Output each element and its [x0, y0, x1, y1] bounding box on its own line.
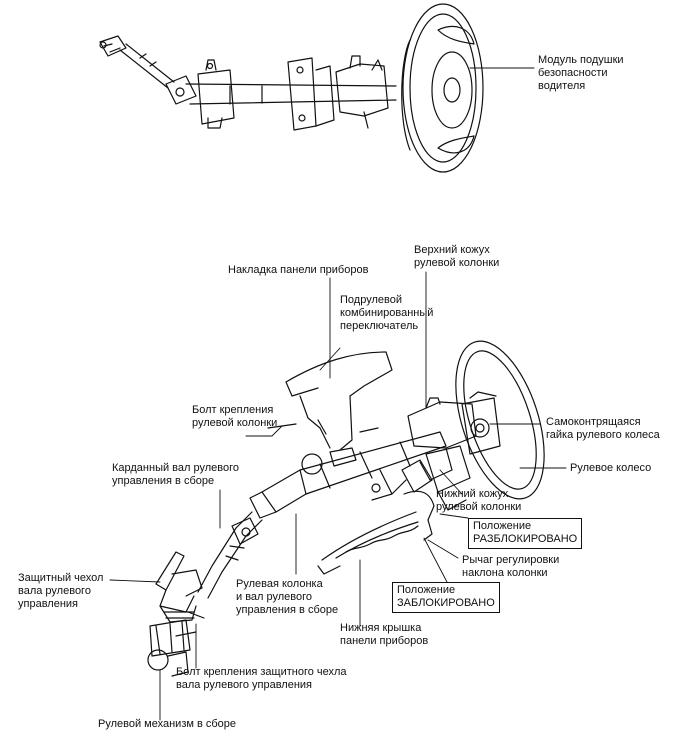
- label-unlocked-position: Положение РАЗБЛОКИРОВАНО: [468, 518, 583, 549]
- bottom-exploded-drawing: [147, 340, 545, 677]
- leader-lines: [109, 67, 567, 721]
- label-lower-cover: Нижний кожух рулевой колонки: [436, 488, 522, 513]
- label-universal-joint: Карданный вал рулевого управления в сбор…: [112, 462, 240, 487]
- label-gear-assembly: Рулевой механизм в сборе: [98, 718, 237, 730]
- label-upper-cover: Верхний кожух рулевой колонки: [414, 244, 500, 269]
- label-steering-wheel: Рулевое колесо: [570, 462, 652, 474]
- top-column-drawing: [99, 3, 484, 173]
- label-dash-trim: Накладка панели приборов: [228, 264, 369, 276]
- label-column-assembly: Рулевая колонка и вал рулевого управлени…: [236, 578, 339, 616]
- label-shaft-boot: Защитный чехол вала рулевого управления: [18, 572, 104, 610]
- label-airbag-module: Модуль подушки безопасности водителя: [538, 54, 624, 92]
- label-lower-panel: Нижняя крышка панели приборов: [340, 622, 429, 647]
- label-boot-bolt: Болт крепления защитного чехла вала руле…: [176, 666, 347, 691]
- label-column-bolt: Болт крепления рулевой колонки: [192, 404, 278, 429]
- label-combo-switch: Подрулевой комбинированный переключатель: [340, 294, 434, 332]
- label-locked-position: Положение ЗАБЛОКИРОВАНО: [392, 582, 500, 613]
- label-tilt-lever: Рычаг регулировки наклона колонки: [462, 554, 560, 579]
- label-selflock-nut: Самоконтрящаяся гайка рулевого колеса: [546, 416, 660, 441]
